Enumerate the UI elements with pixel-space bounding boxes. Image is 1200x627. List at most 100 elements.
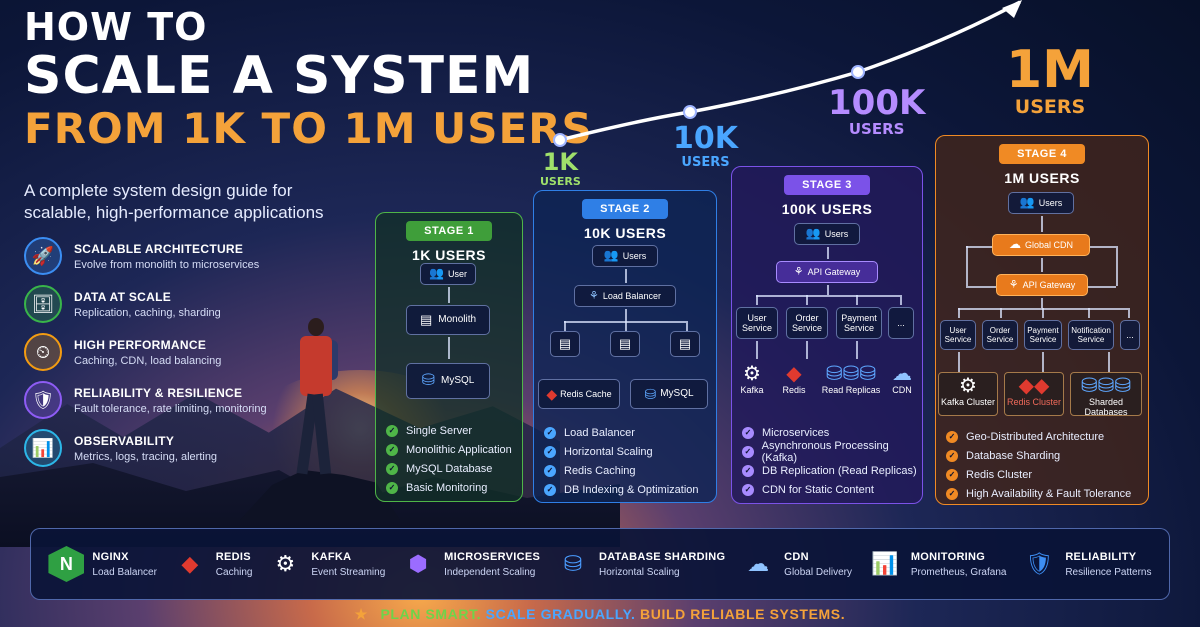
more-services-node: ...	[1120, 320, 1140, 350]
feature-title: OBSERVABILITY	[74, 433, 175, 448]
check-item: ✓Basic Monitoring	[386, 478, 512, 497]
kafka-icon: ⚙	[959, 375, 977, 397]
tagline-part-3: BUILD RELIABLE SYSTEMS.	[640, 606, 846, 622]
feature-title: RELIABILITY & RESILIENCE	[74, 385, 243, 400]
title-line-2: SCALE A SYSTEM	[24, 46, 535, 106]
feature-desc: Fault tolerance, rate limiting, monitori…	[74, 402, 267, 415]
cloud-icon: ☁	[1008, 237, 1021, 252]
tagline-part-1: PLAN SMART.	[380, 606, 482, 622]
api-gateway-node: ⚘API Gateway	[776, 261, 878, 283]
feature-list: 🚀 SCALABLE ARCHITECTURE Evolve from monol…	[24, 232, 324, 472]
monolith-node: ▤Monolith	[406, 305, 490, 335]
microservices-icon: ⬢	[408, 551, 428, 576]
check-item: ✓Horizontal Scaling	[544, 442, 699, 461]
feature-item: 🛡 RELIABILITY & RESILIENCE Fault toleranc…	[24, 376, 324, 424]
redis-cache-node: ◆Redis Cache	[538, 379, 620, 409]
check-item: ✓Load Balancer	[544, 423, 699, 442]
api-gateway-node: ⚘API Gateway	[996, 274, 1088, 296]
notification-service-node: Notification Service	[1068, 320, 1114, 350]
server-node: ▤	[610, 331, 640, 357]
kafka-cluster-box: ⚙Kafka Cluster	[938, 372, 998, 416]
users-icon: 👥	[429, 266, 444, 281]
check-item: ✓Geo-Distributed Architecture	[946, 427, 1131, 446]
server-node: ▤	[670, 331, 700, 357]
check-item: ✓High Availability & Fault Tolerance	[946, 484, 1131, 503]
check-item: ✓Redis Caching	[544, 461, 699, 480]
star-icon: ★	[354, 606, 368, 622]
payment-service-node: Payment Service	[1024, 320, 1062, 350]
stage-title: 100K USERS	[781, 201, 873, 217]
stage-title: 10K USERS	[583, 225, 667, 241]
gauge-icon: ⏲	[24, 333, 62, 371]
payment-service-node: Payment Service	[836, 307, 882, 339]
order-service-node: Order Service	[786, 307, 828, 339]
redis-cluster-box: ◆◆Redis Cluster	[1004, 372, 1064, 416]
user-node: 👥User	[420, 263, 476, 285]
stage-badge: STAGE 1	[406, 221, 492, 241]
nginx-icon: N	[48, 546, 85, 582]
page-subtitle: A complete system design guide for scala…	[24, 181, 324, 222]
tagline-part-2: SCALE GRADUALLY.	[485, 606, 636, 622]
feature-title: SCALABLE ARCHITECTURE	[74, 241, 244, 256]
cloud-icon: ☁	[892, 363, 912, 385]
cdn-cloud-icon: ☁	[747, 551, 770, 576]
redis-icon: ◆	[786, 363, 802, 385]
check-item: ✓Microservices	[742, 423, 922, 442]
feature-desc: Evolve from monolith to microservices	[74, 258, 260, 271]
stage-1-card: STAGE 1 1K USERS 👥User ▤Monolith ⛁MySQL …	[375, 212, 523, 502]
more-services-node: ...	[888, 307, 914, 339]
users-node: 👥Users	[1008, 192, 1074, 214]
load-balancer-node: ⚘Load Balancer	[574, 285, 676, 307]
mysql-node: ⛁MySQL	[630, 379, 708, 409]
stage-4-card: STAGE 4 1M USERS 👥Users ☁Global CDN ⚘API…	[935, 135, 1149, 505]
check-item: ✓DB Replication (Read Replicas)	[742, 461, 922, 480]
shield-icon: 🛡	[24, 381, 62, 419]
check-item: ✓Database Sharding	[946, 446, 1131, 465]
check-item: ✓MySQL Database	[386, 459, 512, 478]
feature-title: DATA AT SCALE	[74, 289, 171, 304]
users-icon: 👥	[805, 226, 821, 241]
server-node: ▤	[550, 331, 580, 357]
check-item: ✓Redis Cluster	[946, 465, 1131, 484]
kafka-icon: ⚙	[743, 363, 761, 385]
global-cdn-node: ☁Global CDN	[992, 234, 1090, 256]
check-item: ✓CDN for Static Content	[742, 480, 922, 499]
redis-icon: ◆	[546, 385, 558, 402]
page-title: HOW TO SCALE A SYSTEM FROM 1K TO 1M USER…	[24, 8, 593, 150]
redis-icon: ◆	[181, 551, 199, 576]
gateway-icon: ⚘	[793, 265, 804, 278]
hiker-illustration	[288, 318, 348, 498]
order-service-node: Order Service	[982, 320, 1018, 350]
stage-badge: STAGE 3	[784, 175, 870, 195]
server-icon: ▤	[419, 311, 433, 327]
check-item: ✓Single Server	[386, 421, 512, 440]
redis-box: ◆Redis	[776, 363, 812, 395]
users-node: 👥Users	[794, 223, 860, 245]
feature-title: HIGH PERFORMANCE	[74, 337, 207, 352]
stage-badge: STAGE 2	[582, 199, 668, 219]
check-item: ✓DB Indexing & Optimization	[544, 480, 699, 499]
stage-3-card: STAGE 3 100K USERS 👥Users ⚘API Gateway U…	[731, 166, 923, 504]
rocket-icon: 🚀	[24, 237, 62, 275]
database-icon: 🗄	[24, 285, 62, 323]
mysql-node: ⛁MySQL	[406, 363, 490, 399]
database-icon: ⛁	[421, 371, 436, 389]
cdn-box: ☁CDN	[884, 363, 920, 395]
users-icon: 👥	[1019, 195, 1035, 210]
monitoring-icon: 📊	[871, 551, 899, 576]
check-item: ✓Monolithic Application	[386, 440, 512, 459]
title-line-1: HOW TO	[24, 5, 208, 49]
stage-title: 1K USERS	[411, 247, 487, 263]
check-item: ✓Asynchronous Processing (Kafka)	[742, 440, 922, 464]
stage-badge: STAGE 4	[999, 144, 1085, 164]
